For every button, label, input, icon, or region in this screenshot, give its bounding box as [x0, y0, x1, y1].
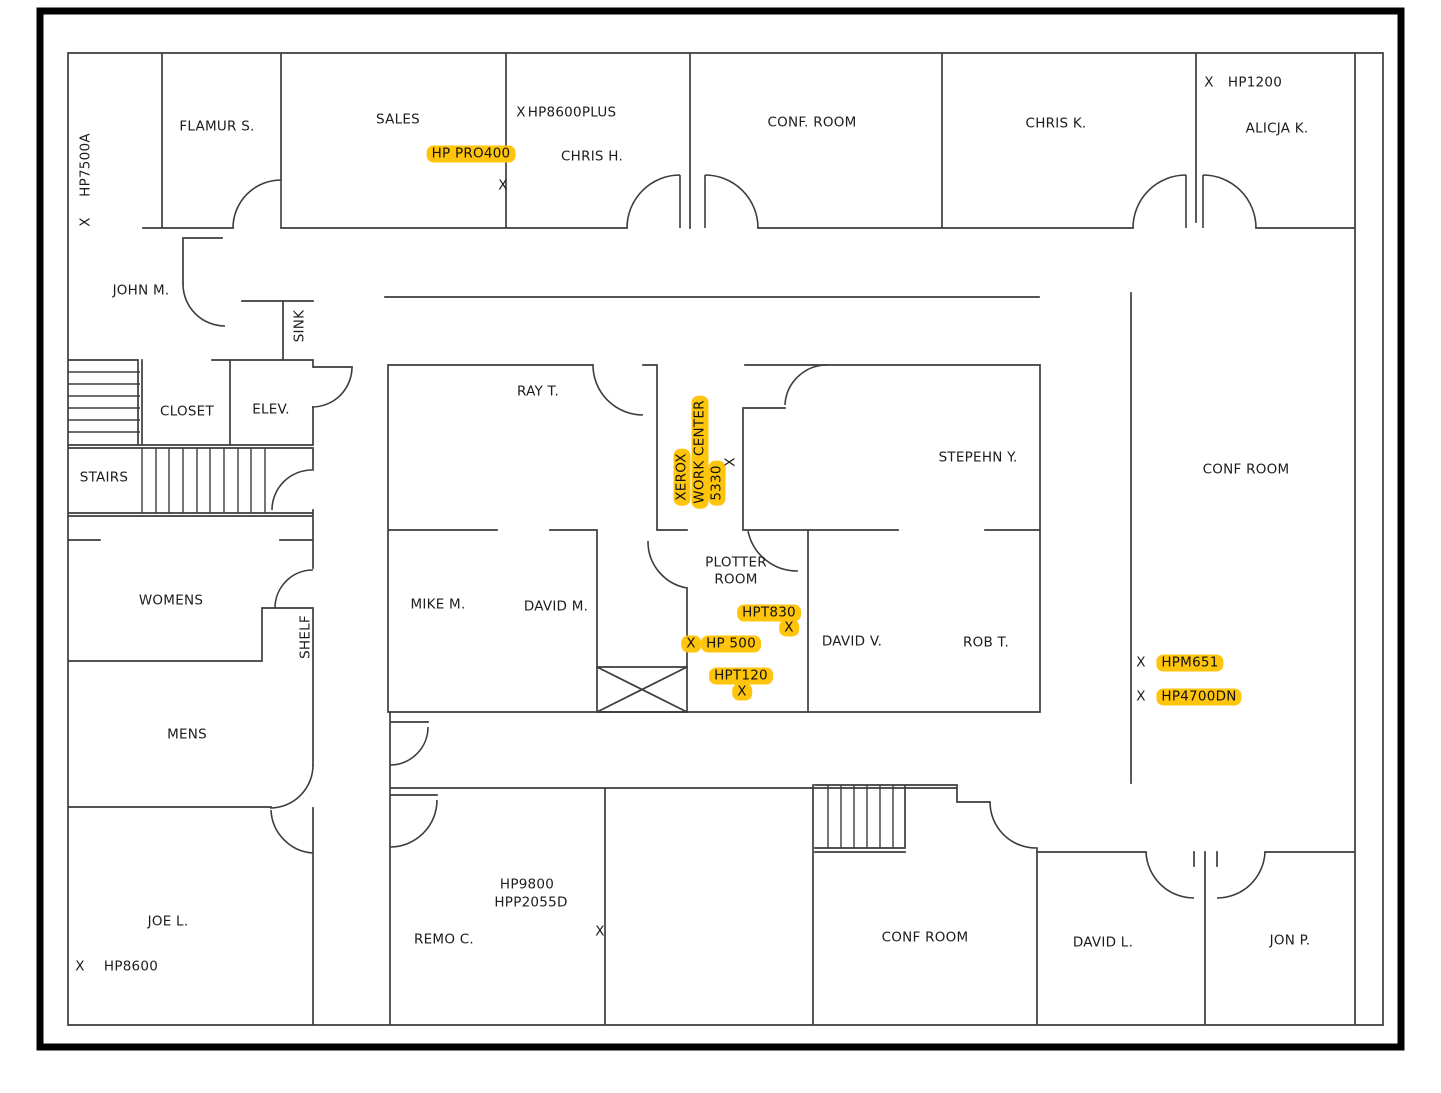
room-david-m: DAVID M. — [523, 598, 589, 615]
printer-hp4700dn: HP4700DN — [1156, 688, 1242, 706]
printer-xerox-line2: WORK CENTER — [691, 395, 709, 509]
printer-hp500: HP 500 — [701, 635, 761, 653]
room-mike-m: MIKE M. — [410, 596, 466, 613]
printer-hp1200: HP1200 — [1227, 74, 1283, 91]
printer-xerox-line3: 5330 — [708, 460, 726, 506]
x-xerox: X — [722, 457, 739, 467]
x-hp-pro400: X — [498, 177, 508, 194]
x-hp7500a: X — [77, 217, 94, 227]
room-david-l: DAVID L. — [1072, 934, 1134, 951]
room-womens: WOMENS — [138, 592, 204, 609]
x-remo: X — [595, 923, 605, 940]
printer-hpp2055d: HPP2055D — [494, 894, 568, 911]
printer-hp8600: HP8600 — [103, 958, 159, 975]
room-david-v: DAVID V. — [821, 633, 883, 650]
x-hpt120: X — [732, 683, 752, 701]
room-chris-h: CHRIS H. — [560, 148, 624, 165]
x-hp8600: X — [75, 958, 85, 975]
printer-xerox-line1: XEROX — [673, 448, 691, 506]
x-box — [596, 666, 688, 713]
room-remo-c: REMO C. — [414, 931, 474, 948]
outer-frame — [36, 7, 1405, 1051]
walls — [67, 52, 1384, 1026]
x-hp8600plus: X — [516, 104, 526, 121]
printer-hpt120: HPT120 — [709, 667, 773, 685]
fixture-shelf: SHELF — [297, 615, 314, 659]
room-conf-bottom: CONF ROOM — [881, 929, 969, 946]
room-plotter-line1: PLOTTER — [705, 554, 767, 571]
fixture-sink: SINK — [291, 309, 308, 343]
room-ray-t: RAY T. — [517, 383, 559, 400]
room-stairs: STAIRS — [79, 469, 129, 486]
room-plotter-line2: ROOM — [714, 571, 758, 588]
printer-hpm651: HPM651 — [1156, 654, 1224, 672]
printer-hp8600plus: HP8600PLUS — [527, 104, 617, 121]
x-hp500: X — [681, 635, 701, 653]
x-hpt830: X — [779, 619, 799, 637]
printer-hp7500a: HP7500A — [77, 133, 94, 197]
x-hpm651: X — [1136, 654, 1146, 671]
room-flamur-s: FLAMUR S. — [179, 118, 255, 135]
door-arcs — [182, 174, 1266, 899]
x-hp1200: X — [1204, 74, 1214, 91]
stairs-hatch — [68, 371, 894, 848]
room-jon-p: JON P. — [1269, 932, 1311, 949]
room-rob-t: ROB T. — [963, 634, 1009, 651]
room-mens: MENS — [167, 726, 207, 743]
room-chris-k: CHRIS K. — [1025, 115, 1087, 132]
room-conf-top: CONF. ROOM — [767, 114, 857, 131]
room-alicja-k: ALICJA K. — [1245, 120, 1309, 137]
printer-hp-pro400: HP PRO400 — [426, 145, 516, 163]
room-john-m: JOHN M. — [112, 282, 170, 299]
room-sales: SALES — [376, 111, 420, 128]
printer-hpt830: HPT830 — [737, 604, 801, 622]
printer-hp9800: HP9800 — [499, 876, 555, 893]
room-closet: CLOSET — [160, 403, 214, 420]
x-hp4700dn: X — [1136, 688, 1146, 705]
room-conf-right: CONF ROOM — [1202, 461, 1290, 478]
room-stepehn-y: STEPEHN Y. — [938, 449, 1018, 466]
room-joe-l: JOE L. — [147, 913, 189, 930]
room-elev: ELEV. — [252, 401, 290, 418]
